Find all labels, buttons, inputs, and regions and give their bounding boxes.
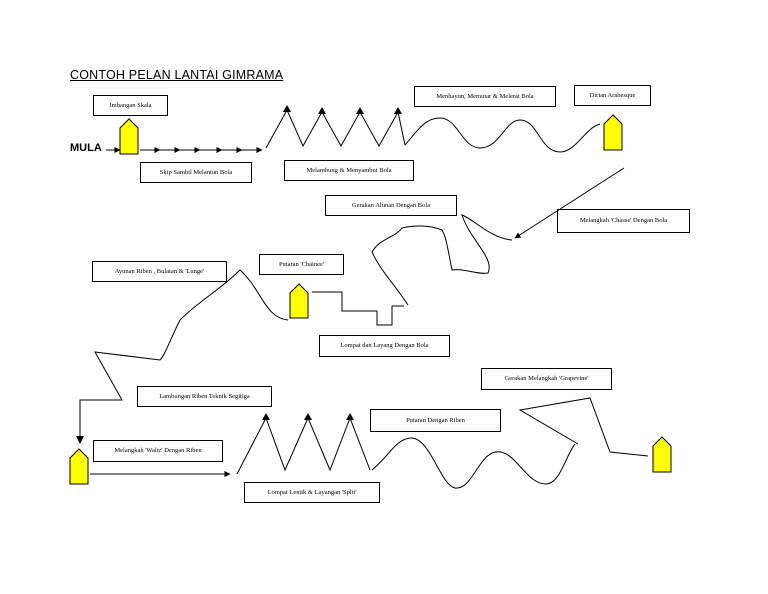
label-skip-sambil: Skip Sambil Melantun Bola bbox=[140, 162, 252, 183]
house-marker-end bbox=[652, 436, 672, 473]
arrowhead bbox=[76, 436, 84, 444]
diagonal-chasse bbox=[514, 167, 625, 239]
label-gerakan-alunan: Gerakan Alunan Dengan Bola bbox=[325, 195, 457, 216]
arrowhead bbox=[318, 107, 326, 114]
wave-alunan bbox=[371, 214, 513, 306]
label-text: Melangkah 'Waltz' Dengan Riben bbox=[114, 447, 202, 455]
label-putaran-chainee: Putaran 'Chainee' bbox=[259, 254, 344, 275]
label-text: Lompat Lentik & Layangan 'Split' bbox=[267, 488, 357, 496]
zigzag-bottom bbox=[236, 416, 371, 475]
label-imbangan-skala: Imbangan Skala bbox=[93, 95, 168, 116]
label-text: Gerakan Alunan Dengan Bola bbox=[351, 201, 431, 209]
label-text: Dirian Arabesque bbox=[589, 91, 636, 99]
label-dirian: Dirian Arabesque bbox=[574, 85, 651, 106]
label-text: Melambung & Menyambut Bola bbox=[306, 166, 392, 174]
house-marker-waltz bbox=[69, 448, 89, 485]
arrowhead bbox=[262, 413, 270, 420]
label-menghayun: Menhayun, Memutar & Melerat Bola bbox=[414, 86, 556, 107]
label-text: Ayunan Riben , Bulatan & 'Lunge' bbox=[114, 267, 205, 275]
label-text: Menhayun, Memutar & Melerat Bola bbox=[436, 92, 534, 100]
house-marker-chainee bbox=[289, 283, 309, 319]
house-marker-start bbox=[119, 118, 139, 155]
arrowhead bbox=[346, 413, 354, 420]
label-text: Lambungan Riben Teknik Segitiga bbox=[159, 392, 250, 400]
arrowhead bbox=[304, 413, 312, 420]
grapevine-line bbox=[518, 397, 649, 457]
label-text: Putaran Dengan Riben bbox=[406, 416, 465, 424]
label-lambungan-riben: Lambungan Riben Teknik Segitiga bbox=[137, 386, 272, 407]
wave-bottom bbox=[371, 437, 576, 489]
label-melangkah-waltz: Melangkah 'Waltz' Dengan Riben bbox=[93, 440, 223, 462]
zigzag-top bbox=[265, 108, 406, 149]
label-text: Putaran 'Chainee' bbox=[278, 260, 325, 268]
ayunan-curve bbox=[79, 269, 289, 440]
label-text: Melangkah 'Chasse' Dengan Bola bbox=[579, 217, 668, 225]
arrowheads bbox=[76, 105, 402, 444]
label-melangkah-chasse: Melangkah 'Chasse' Dengan Bola bbox=[557, 209, 690, 233]
label-text: Gerakan Melangkah 'Grapevine' bbox=[504, 375, 589, 383]
label-lompat-layang: Lompat dan Layang Dengan Bola bbox=[319, 335, 450, 357]
label-melambung: Melambung & Menyambut Bola bbox=[284, 160, 414, 181]
label-gerakan-grapevine: Gerakan Melangkah 'Grapevine' bbox=[481, 368, 612, 390]
arrowhead bbox=[394, 107, 402, 114]
label-ayunan-riben: Ayunan Riben , Bulatan & 'Lunge' bbox=[92, 261, 227, 282]
arrowhead bbox=[356, 107, 364, 114]
label-text: Lompat dan Layang Dengan Bola bbox=[340, 342, 429, 350]
diagram-title: CONTOH PELAN LANTAI GIMRAMA bbox=[70, 68, 284, 82]
steps-lompat bbox=[312, 291, 404, 326]
start-label: MULA bbox=[70, 142, 102, 154]
arrowhead bbox=[283, 105, 291, 112]
label-text: Skip Sambil Melantun Bola bbox=[159, 168, 233, 176]
label-text: Imbangan Skala bbox=[109, 101, 152, 109]
label-lompat-lentik: Lompat Lentik & Layangan 'Split' bbox=[244, 482, 380, 503]
wave-top bbox=[404, 117, 601, 153]
house-marker-arabesque bbox=[603, 114, 623, 151]
label-putaran-riben: Putaran Dengan Riben bbox=[370, 409, 501, 432]
